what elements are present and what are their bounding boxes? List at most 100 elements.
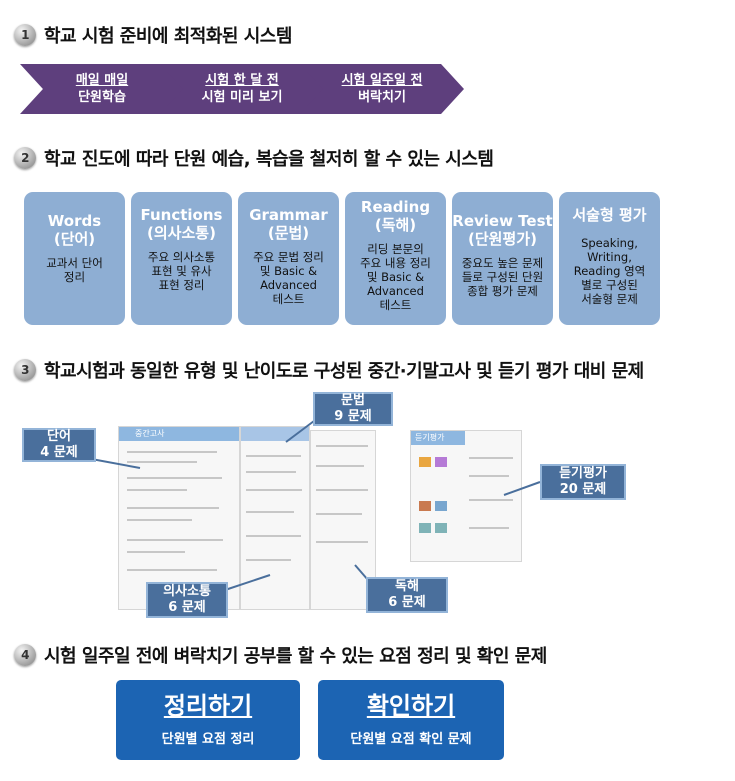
box-desc-line: 테스트 <box>272 292 305 306</box>
callout-reading: 독해 6 문제 <box>366 577 448 613</box>
section-number-badge: 4 <box>14 644 36 666</box>
callout-count: 6 문제 <box>168 600 206 615</box>
section-title-text: 학교 시험 준비에 최적화된 시스템 <box>44 26 292 47</box>
callout-label: 듣기평가 <box>559 466 607 481</box>
text-line <box>316 445 368 447</box>
section-number-badge: 3 <box>14 359 36 381</box>
callout-listening: 듣기평가 20 문제 <box>540 464 626 500</box>
section-title-text: 학교 진도에 따라 단원 예습, 복습을 철저히 할 수 있는 시스템 <box>44 149 494 170</box>
box-words: Words (단어) 교과서 단어 정리 <box>24 192 125 325</box>
box-desc: 리딩 본문의 주요 내용 정리 및 Basic & Advanced 테스트 <box>345 242 446 312</box>
picture-thumb <box>435 523 447 533</box>
section-4-title: 4 시험 일주일 전에 벼락치기 공부를 할 수 있는 요점 정리 및 확인 문… <box>14 640 547 670</box>
callout-count: 6 문제 <box>388 595 426 610</box>
text-line <box>127 451 217 453</box>
box-title: 서술형 평가 <box>572 206 647 224</box>
callout-functions: 의사소통 6 문제 <box>146 582 228 618</box>
box-desc: 교과서 단어 정리 <box>24 256 125 284</box>
box-desc-line: 주요 내용 정리 <box>360 256 431 270</box>
box-title: Grammar <box>249 206 328 224</box>
box-subtitle: (독해) <box>374 216 417 234</box>
box-grammar: Grammar (문법) 주요 문법 정리 및 Basic & Advanced… <box>238 192 339 325</box>
callout-count: 9 문제 <box>334 409 372 424</box>
section-2-title: 2 학교 진도에 따라 단원 예습, 복습을 철저히 할 수 있는 시스템 <box>14 143 494 173</box>
box-desc-line: 주요 의사소통 <box>147 250 216 264</box>
picture-thumb <box>419 501 431 511</box>
box-desc-line: 들로 구성된 단원 <box>461 270 544 284</box>
listening-sheet: 듣기평가 <box>410 430 522 562</box>
box-subtitle: (문법) <box>267 224 310 242</box>
box-title: Review Test <box>452 212 553 230</box>
box-desc-line: 및 Basic & <box>259 264 318 278</box>
picture-thumb <box>435 501 447 511</box>
text-line <box>246 559 291 561</box>
text-line <box>316 513 362 515</box>
text-line <box>127 569 217 571</box>
text-line <box>469 457 513 459</box>
step-line2: 벼락치기 <box>358 90 406 105</box>
listening-header: 듣기평가 <box>411 431 465 445</box>
step-month-before: 시험 한 달 전 시험 미리 보기 <box>160 64 324 114</box>
box-desc-line: 리딩 본문의 <box>367 242 424 256</box>
text-line <box>127 489 187 491</box>
box-desc-line: Writing, <box>587 250 632 264</box>
box-desc-line: 종합 평가 문제 <box>467 284 538 298</box>
text-line <box>469 475 509 477</box>
box-desc: 중요도 높은 문제 들로 구성된 단원 종합 평가 문제 <box>452 256 553 298</box>
picture-thumb <box>435 457 447 467</box>
text-line <box>127 461 197 463</box>
box-title: Words <box>47 212 102 230</box>
check-button[interactable]: 확인하기 단원별 요점 확인 문제 <box>318 680 504 760</box>
summary-button-sub: 단원별 요점 정리 <box>161 732 255 747</box>
check-button-sub: 단원별 요점 확인 문제 <box>350 732 472 747</box>
box-desc-line: 별로 구성된 <box>581 278 638 292</box>
box-descriptive-test: 서술형 평가 Speaking, Writing, Reading 영역 별로 … <box>559 192 660 325</box>
box-desc-line: 및 Basic & <box>366 270 425 284</box>
callout-label: 독해 <box>395 579 419 594</box>
box-desc-line: 정리 <box>63 270 86 284</box>
callout-label: 문법 <box>341 393 365 408</box>
box-desc-line: Reading 영역 <box>573 264 646 278</box>
box-subtitle: (단어) <box>53 230 96 248</box>
callout-label: 의사소통 <box>163 584 211 599</box>
summary-button[interactable]: 정리하기 단원별 요점 정리 <box>116 680 300 760</box>
worksheet-header: 중간고사 <box>119 427 239 441</box>
box-desc-line: Advanced <box>260 278 317 292</box>
step-line2: 시험 미리 보기 <box>201 90 283 105</box>
text-line <box>127 507 219 509</box>
box-desc-line: 중요도 높은 문제 <box>461 256 544 270</box>
step-line1: 매일 매일 <box>75 73 129 88</box>
box-title: Functions <box>140 206 223 224</box>
step-line1: 시험 일주일 전 <box>341 73 423 88</box>
section-1-title: 1 학교 시험 준비에 최적화된 시스템 <box>14 20 292 50</box>
box-desc-line: 테스트 <box>379 298 412 312</box>
text-line <box>316 489 368 491</box>
callout-words: 단어 4 문제 <box>22 428 96 462</box>
box-desc-line: 서술형 문제 <box>581 292 638 306</box>
step-line1: 시험 한 달 전 <box>205 73 279 88</box>
box-desc-line: 주요 문법 정리 <box>253 250 324 264</box>
box-desc-line: 표현 및 유사 <box>151 264 212 278</box>
box-functions: Functions (의사소통) 주요 의사소통 표현 및 유사 표현 정리 <box>131 192 232 325</box>
box-reading: Reading (독해) 리딩 본문의 주요 내용 정리 및 Basic & A… <box>345 192 446 325</box>
box-desc-line: 교과서 단어 <box>46 256 103 270</box>
text-line <box>316 541 368 543</box>
box-subtitle: (의사소통) <box>147 224 216 242</box>
box-title: Reading <box>360 198 431 216</box>
section-number-badge: 1 <box>14 24 36 46</box>
box-desc: 주요 문법 정리 및 Basic & Advanced 테스트 <box>238 250 339 306</box>
callout-grammar: 문법 9 문제 <box>313 392 393 426</box>
text-line <box>246 471 296 473</box>
text-line <box>469 527 509 529</box>
text-line <box>316 465 364 467</box>
section-title-text: 학교시험과 동일한 유형 및 난이도로 구성된 중간·기말고사 및 듣기 평가 … <box>44 361 644 382</box>
check-button-title: 확인하기 <box>366 692 456 720</box>
text-line <box>127 519 192 521</box>
picture-thumb <box>419 523 431 533</box>
section-title-text: 시험 일주일 전에 벼락치기 공부를 할 수 있는 요점 정리 및 확인 문제 <box>44 646 547 667</box>
box-desc-line: Advanced <box>367 284 424 298</box>
picture-thumb <box>419 457 431 467</box>
text-line <box>246 535 301 537</box>
box-desc-line: Speaking, <box>581 236 638 250</box>
